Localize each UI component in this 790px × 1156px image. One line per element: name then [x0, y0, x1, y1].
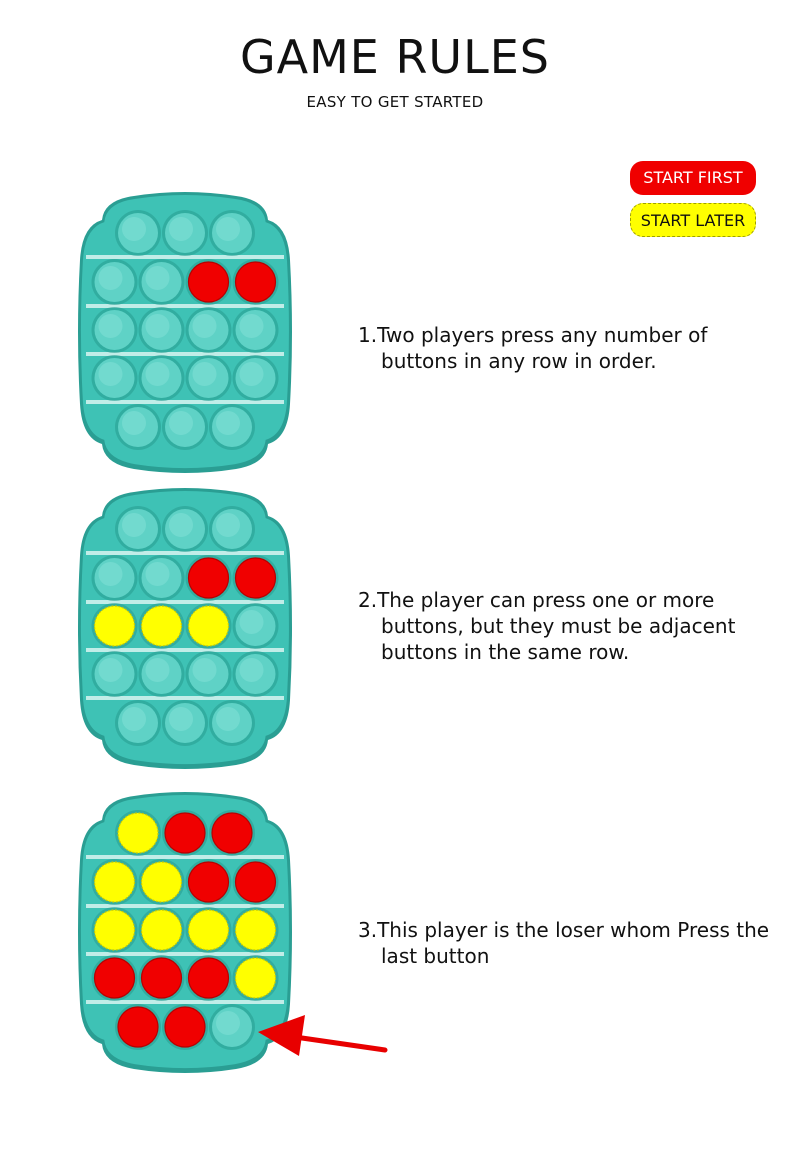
bubble-empty [232, 603, 279, 649]
bubble-empty [138, 259, 185, 305]
bubble-empty [162, 404, 208, 450]
bubble-yellow [91, 603, 138, 649]
board-2 [76, 486, 294, 771]
bubble-empty [185, 651, 232, 697]
rule-3-text: 3.This player is the loser whom Press th… [358, 918, 770, 968]
board-1 [76, 190, 294, 475]
red-arrow-left-icon [258, 1015, 388, 1056]
bubble-yellow [138, 859, 185, 905]
bubble-empty [232, 307, 279, 353]
bubble-red [185, 259, 232, 305]
bubble-yellow [115, 810, 161, 856]
bubble-yellow [232, 907, 279, 953]
page-subtitle: EASY TO GET STARTED [306, 93, 484, 111]
rule-1-text: 1.Two players press any number of button… [358, 323, 708, 373]
bubble-empty [209, 404, 255, 450]
bubble-empty [91, 651, 138, 697]
bubble-empty [138, 555, 185, 601]
bubble-empty [209, 210, 255, 256]
bubble-yellow [138, 603, 185, 649]
bubble-red [91, 955, 138, 1001]
page-title: GAME RULES [239, 30, 550, 84]
bubble-empty [91, 307, 138, 353]
bubble-red [232, 859, 279, 905]
bubble-red [115, 1004, 161, 1050]
bubble-yellow [185, 603, 232, 649]
bubble-empty [138, 651, 185, 697]
start-first-badge: START FIRST [630, 161, 756, 195]
bubble-red [232, 259, 279, 305]
bubble-empty [232, 651, 279, 697]
bubble-empty [209, 700, 255, 746]
bubble-red [209, 810, 255, 856]
bubble-empty [162, 700, 208, 746]
bubble-red [185, 859, 232, 905]
bubble-empty [115, 506, 161, 552]
bubble-empty [91, 555, 138, 601]
bubble-yellow [91, 907, 138, 953]
bubble-yellow [138, 907, 185, 953]
bubble-yellow [232, 955, 279, 1001]
board-3 [76, 790, 294, 1075]
bubble-empty [115, 210, 161, 256]
bubble-yellow [91, 859, 138, 905]
bubble-red [185, 555, 232, 601]
rule-2-text: 2.The player can press one or more butto… [358, 588, 736, 664]
bubble-red [185, 955, 232, 1001]
bubble-empty [138, 307, 185, 353]
bubble-red [138, 955, 185, 1001]
bubble-empty [185, 355, 232, 401]
bubble-empty [115, 700, 161, 746]
start-later-badge: START LATER [630, 203, 756, 237]
bubble-empty [209, 506, 255, 552]
bubble-empty [115, 404, 161, 450]
bubble-empty [91, 355, 138, 401]
bubble-empty [232, 355, 279, 401]
bubble-red [232, 555, 279, 601]
bubble-yellow [185, 907, 232, 953]
bubble-red [162, 810, 208, 856]
bubble-empty [209, 1004, 255, 1050]
bubble-empty [162, 506, 208, 552]
bubble-empty [138, 355, 185, 401]
bubble-red [162, 1004, 208, 1050]
bubble-empty [162, 210, 208, 256]
bubble-empty [91, 259, 138, 305]
bubble-empty [185, 307, 232, 353]
